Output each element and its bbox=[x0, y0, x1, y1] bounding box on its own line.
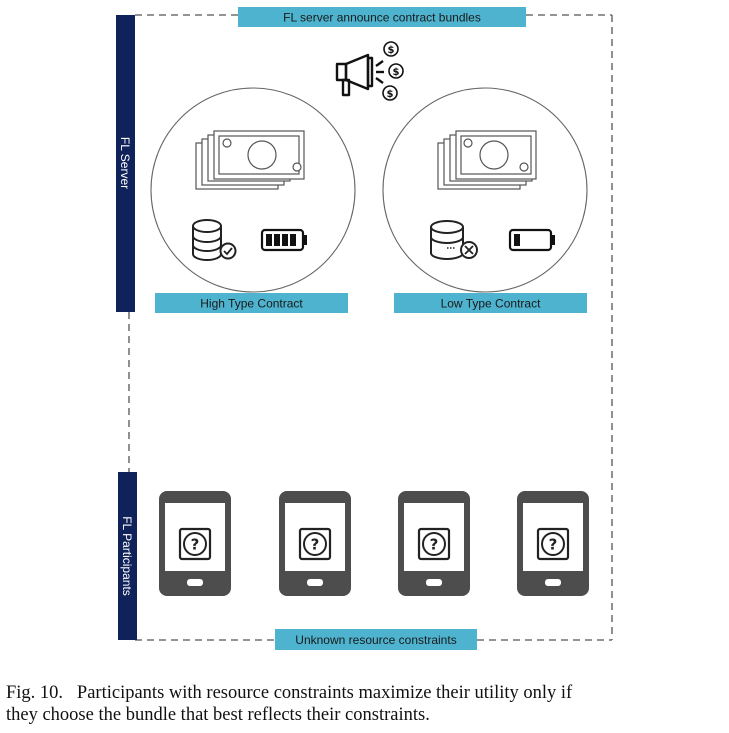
svg-text:?: ? bbox=[311, 536, 320, 554]
database-check-icon bbox=[192, 219, 237, 261]
banknotes-icon bbox=[437, 130, 537, 190]
high-contract-label: High Type Contract bbox=[200, 297, 303, 311]
question-icon: ? bbox=[178, 527, 212, 561]
constraints-label: Unknown resource constraints bbox=[295, 633, 456, 647]
question-icon: ? bbox=[536, 527, 570, 561]
question-icon: ? bbox=[417, 527, 451, 561]
participant-device: ? bbox=[517, 491, 589, 596]
constraints-label-box: Unknown resource constraints bbox=[275, 629, 477, 650]
battery-full-icon bbox=[260, 228, 307, 252]
high-contract-label-box: High Type Contract bbox=[155, 293, 348, 313]
svg-text:?: ? bbox=[430, 536, 439, 554]
svg-text:?: ? bbox=[191, 536, 200, 554]
banknotes-icon bbox=[195, 130, 305, 190]
diagram: FL Server FL Participants FL server anno… bbox=[116, 7, 613, 650]
fl-participants-bar: FL Participants bbox=[118, 472, 137, 640]
announce-label-box: FL server announce contract bundles bbox=[238, 7, 526, 27]
fl-participants-label: FL Participants bbox=[120, 516, 134, 596]
svg-text:$: $ bbox=[393, 67, 400, 78]
caption-line-2: they choose the bundle that best reflect… bbox=[6, 705, 430, 725]
figure-caption: Fig. 10. Participants with resource cons… bbox=[6, 682, 722, 726]
megaphone-icon bbox=[335, 53, 384, 97]
svg-text:$: $ bbox=[387, 89, 394, 100]
low-contract-label: Low Type Contract bbox=[441, 297, 541, 311]
dashed-frame bbox=[128, 14, 613, 641]
fl-server-bar: FL Server bbox=[116, 15, 135, 312]
dollar-coin-icon: $ bbox=[383, 41, 399, 57]
fl-server-label: FL Server bbox=[118, 137, 132, 189]
svg-text:$: $ bbox=[388, 45, 395, 56]
high-contract-circle bbox=[150, 87, 356, 293]
low-contract-label-box: Low Type Contract bbox=[394, 293, 587, 313]
caption-line-1: Fig. 10. Participants with resource cons… bbox=[6, 683, 573, 703]
participant-device: ? bbox=[279, 491, 351, 596]
participant-device: ? bbox=[159, 491, 231, 596]
participant-device: ? bbox=[398, 491, 470, 596]
database-cross-icon bbox=[430, 220, 478, 260]
dollar-coin-icon: $ bbox=[388, 63, 404, 79]
question-icon: ? bbox=[298, 527, 332, 561]
battery-low-icon bbox=[508, 228, 555, 252]
announce-label: FL server announce contract bundles bbox=[283, 11, 481, 25]
low-contract-circle bbox=[382, 87, 588, 293]
dollar-coin-icon: $ bbox=[382, 85, 398, 101]
svg-text:?: ? bbox=[549, 536, 558, 554]
